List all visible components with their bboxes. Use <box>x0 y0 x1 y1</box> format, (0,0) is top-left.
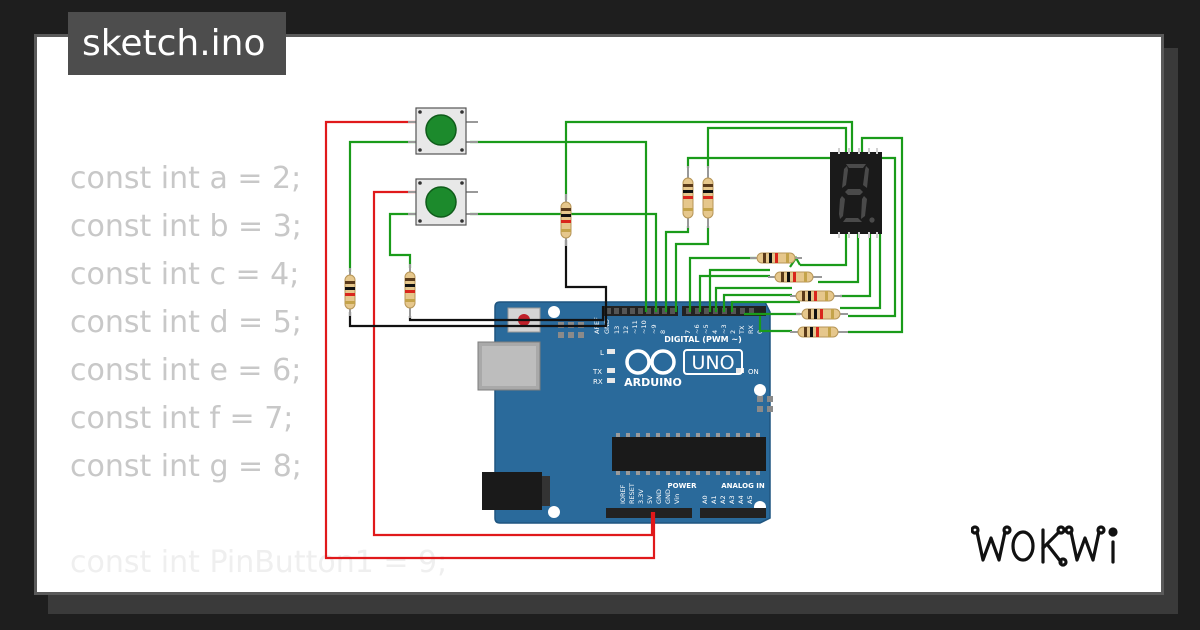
svg-text:2: 2 <box>729 330 737 334</box>
circuit-diagram: UNO ARDUINO DIGITAL (PWM ~) POWER ANALOG… <box>324 107 904 560</box>
svg-text:GND: GND <box>655 489 663 504</box>
sketch-filename: sketch.ino <box>68 12 286 75</box>
svg-text:A3: A3 <box>728 495 736 504</box>
resistor <box>790 290 842 302</box>
board-brand-label: ARDUINO <box>624 376 682 389</box>
svg-text:~9: ~9 <box>650 324 658 334</box>
svg-text:A0: A0 <box>701 495 709 504</box>
resistor <box>404 264 416 318</box>
svg-text:3.3V: 3.3V <box>637 489 645 504</box>
code-line: const int d = 5; <box>70 305 302 340</box>
wires <box>324 120 904 560</box>
on-led-label: ON <box>748 368 759 376</box>
svg-text:Vin: Vin <box>673 494 681 504</box>
code-line: const int PinButton1 = 9; <box>70 545 448 580</box>
resistor <box>560 194 572 246</box>
resistor <box>768 271 822 283</box>
resistor <box>344 268 356 316</box>
led-tx-label: TX <box>592 368 602 376</box>
svg-text:A1: A1 <box>710 495 718 504</box>
digital-header-label: DIGITAL (PWM ~) <box>664 335 742 344</box>
svg-text:13: 13 <box>613 326 621 334</box>
svg-text:8: 8 <box>659 330 667 334</box>
code-preview: const int a = 2; const int b = 3; const … <box>70 155 447 587</box>
code-line: const int g = 8; <box>70 449 302 484</box>
board-model-label: UNO <box>691 352 734 374</box>
resistor <box>796 308 848 320</box>
svg-text:~3: ~3 <box>720 324 728 334</box>
svg-text:4: 4 <box>711 330 719 334</box>
svg-text:A2: A2 <box>719 495 727 504</box>
code-line: const int e = 6; <box>70 353 302 388</box>
led-rx-label: RX <box>593 378 603 386</box>
svg-text:~10: ~10 <box>640 320 648 334</box>
pin-label-rx: RX <box>747 324 755 334</box>
resistor <box>702 166 714 228</box>
resistor <box>682 166 694 228</box>
svg-text:7: 7 <box>684 330 692 334</box>
svg-text:5V: 5V <box>646 495 654 504</box>
pin-label-tx: TX <box>738 325 746 335</box>
wokwi-logo <box>970 522 1141 574</box>
led-l-label: L <box>600 349 604 357</box>
wokwi-logo-mark <box>970 525 1118 567</box>
resistor <box>790 326 848 338</box>
code-line: const int c = 4; <box>70 257 300 292</box>
preview-card: const int a = 2; const int b = 3; const … <box>34 34 1164 595</box>
arduino-uno-board: UNO ARDUINO DIGITAL (PWM ~) POWER ANALOG… <box>477 301 773 524</box>
svg-text:12: 12 <box>622 326 630 334</box>
resistor <box>750 252 802 264</box>
svg-text:A4: A4 <box>737 495 745 504</box>
svg-text:RESET: RESET <box>628 483 636 504</box>
code-line: const int a = 2; <box>70 161 302 196</box>
code-line: const int b = 3; <box>70 209 302 244</box>
svg-text:~11: ~11 <box>631 320 639 334</box>
svg-text:IOREF: IOREF <box>619 484 627 504</box>
svg-text:~5: ~5 <box>702 324 710 334</box>
svg-text:A5: A5 <box>746 495 754 504</box>
svg-text:GND: GND <box>664 489 672 504</box>
seven-segment-display <box>830 148 882 238</box>
code-line: const int f = 7; <box>70 401 294 436</box>
pushbutton-2 <box>408 178 478 226</box>
power-header-label: POWER <box>668 482 698 490</box>
svg-text:~6: ~6 <box>693 324 701 334</box>
pushbutton-1 <box>408 107 478 155</box>
analog-header-label: ANALOG IN <box>721 482 765 490</box>
